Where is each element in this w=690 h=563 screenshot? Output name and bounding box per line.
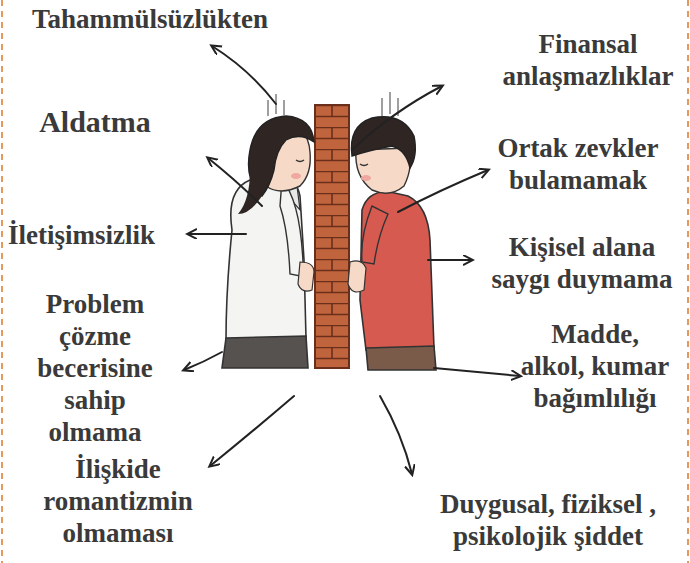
cause-label: İlişkide romantizmin olmaması (42, 453, 194, 549)
leader-arrows (184, 46, 520, 474)
brick-wall (315, 105, 349, 368)
cause-label: Finansal anlaşmazlıklar (501, 28, 675, 92)
cause-label: Duygusal, fiziksel , psikolojik şiddet (439, 488, 658, 552)
leader-arrow (398, 170, 488, 212)
leader-arrow (352, 86, 442, 150)
leader-arrow (212, 46, 276, 104)
leader-arrow (428, 259, 472, 261)
leader-arrow (210, 396, 294, 466)
cause-label: Tahammülsüzlükten (31, 3, 270, 35)
leader-arrow (208, 158, 262, 206)
woman-figure (222, 94, 314, 368)
leader-arrow (380, 396, 412, 474)
dashed-border (1, 0, 3, 563)
cause-label: Problem çözme becerisine sahip olmama (36, 288, 154, 448)
cause-label: Kişisel alana saygı duymama (491, 231, 674, 295)
leader-arrow (184, 352, 222, 370)
leader-arrow (188, 233, 246, 235)
leader-arrow (434, 368, 520, 376)
cause-label: Aldatma (38, 104, 152, 140)
cause-label: Madde, alkol, kumar bağımlılığı (520, 318, 671, 414)
dashed-border (687, 0, 689, 563)
cause-label: Ortak zevkler bulamamak (496, 132, 660, 196)
cause-label: İletişimsizlik (8, 219, 157, 251)
man-figure (348, 92, 436, 370)
